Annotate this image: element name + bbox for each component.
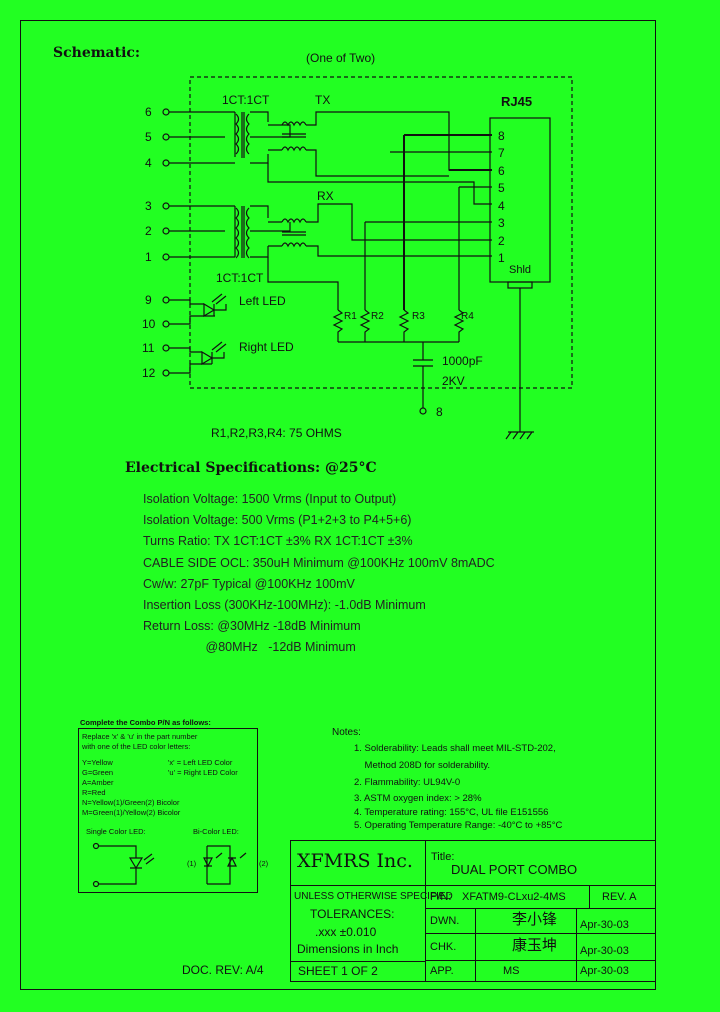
color-code: G=Green: [82, 768, 114, 777]
sheet-number: SHEET 1 OF 2: [298, 964, 378, 978]
rx-label: RX: [317, 189, 334, 203]
pin-1: 1: [145, 250, 152, 264]
r4-label: R4: [461, 311, 474, 322]
spec-line: @80MHz -12dB Minimum: [143, 640, 356, 654]
spec-line: Isolation Voltage: 1500 Vrms (Input to O…: [143, 492, 397, 506]
title-value: DUAL PORT COMBO: [451, 862, 578, 877]
left-led-label: Left LED: [239, 294, 286, 308]
r3-label: R3: [412, 311, 425, 322]
combo-title: Complete the Combo P/N as follows:: [80, 718, 211, 727]
spec-line: CABLE SIDE OCL: 350uH Minimum @100KHz 10…: [143, 556, 495, 570]
schematic-heading: Schematic:: [53, 45, 141, 61]
pin-12: 12: [142, 366, 156, 380]
spec-line: Turns Ratio: TX 1CT:1CT ±3% RX 1CT:1CT ±…: [143, 534, 413, 548]
dimensions-note: Dimensions in Inch: [297, 942, 399, 956]
r1-label: R1: [344, 311, 357, 322]
chk-name: 康玉坤: [512, 937, 558, 954]
pin-9: 9: [145, 293, 152, 307]
spec-line: Cw/w: 27pF Typical @100KHz 100mV: [143, 577, 355, 591]
bicolor-led-label: Bi-Color LED:: [193, 827, 239, 836]
doc-revision: DOC. REV: A/4: [182, 963, 264, 977]
rx-ratio-label: 1CT:1CT: [216, 271, 264, 285]
ground-pin-label: 8: [436, 405, 443, 419]
spec-line: Insertion Loss (300KHz-100MHz): -1.0dB M…: [143, 598, 426, 612]
color-code: N=Yellow(1)/Green(2) Bicolor: [82, 798, 180, 807]
tolerances-label: TOLERANCES:: [310, 907, 395, 921]
pin-5: 5: [145, 130, 152, 144]
pn-value: XFATM9-CLxu2-4MS: [462, 891, 566, 903]
app-label: APP.: [430, 965, 454, 977]
combo-line: with one of the LED color letters:: [82, 742, 191, 751]
rj45-pin-5: 5: [498, 181, 505, 195]
bicolor-pin-2: (2): [259, 859, 269, 868]
app-date: Apr-30-03: [580, 965, 629, 977]
tx-ratio-label: 1CT:1CT: [222, 93, 270, 107]
pin-2: 2: [145, 224, 152, 238]
combo-line: Replace 'x' & 'u' in the part number: [82, 732, 198, 741]
pin-10: 10: [142, 317, 156, 331]
resistor-note: R1,R2,R3,R4: 75 OHMS: [211, 426, 342, 440]
x-definition: 'x' = Left LED Color: [168, 758, 233, 767]
r2-label: R2: [371, 311, 384, 322]
rj45-pin-1: 1: [498, 251, 505, 265]
shield-label: Shld: [509, 264, 532, 276]
pin-4: 4: [145, 156, 152, 170]
right-led-label: Right LED: [239, 340, 294, 354]
note-item: 4. Temperature rating: 155°C, UL file E1…: [354, 807, 549, 818]
tx-label: TX: [315, 93, 331, 107]
capacitor-value: 1000pF: [442, 354, 483, 368]
pn-label: P/N:: [430, 891, 452, 903]
pin-6: 6: [145, 105, 152, 119]
note-item: 2. Flammability: UL94V-0: [354, 777, 461, 788]
u-definition: 'u' = Right LED Color: [168, 768, 238, 777]
pin-11: 11: [142, 341, 155, 355]
spec-line: Isolation Voltage: 500 Vrms (P1+2+3 to P…: [143, 513, 412, 527]
rj45-pin-7: 7: [498, 146, 505, 160]
spec-line: Return Loss: @30MHz -18dB Minimum: [143, 619, 361, 633]
rj45-pin-6: 6: [498, 164, 505, 178]
rj45-pin-8: 8: [498, 129, 505, 143]
chk-label: CHK.: [430, 941, 457, 953]
bicolor-pin-1: (1): [187, 859, 197, 868]
note-item: 3. ASTM oxygen index: > 28%: [354, 793, 482, 804]
chk-date: Apr-30-03: [580, 945, 629, 957]
tolerance-value: .xxx ±0.010: [315, 925, 377, 939]
app-name: MS: [503, 965, 520, 977]
dwn-label: DWN.: [430, 915, 460, 927]
rj45-pin-3: 3: [498, 216, 505, 230]
combo-box: [78, 728, 258, 893]
rj45-pin-2: 2: [498, 234, 505, 248]
note-item: 5. Operating Temperature Range: -40°C to…: [354, 820, 563, 831]
color-code: M=Green(1)/Yellow(2) Bicolor: [82, 808, 181, 817]
color-code: A=Amber: [82, 778, 114, 787]
electrical-heading: Electrical Specifications: @25°C: [125, 460, 377, 476]
sheet-border: [20, 20, 656, 990]
rj45-pin-4: 4: [498, 199, 505, 213]
schematic-subtitle: (One of Two): [306, 51, 376, 65]
title-label: Title:: [431, 851, 455, 863]
color-code: Y=Yellow: [82, 758, 113, 767]
dwn-name: 李小锋: [512, 911, 558, 928]
color-code: R=Red: [82, 788, 106, 797]
capacitor-voltage: 2KV: [442, 374, 465, 388]
company-name: XFMRS Inc.: [297, 850, 413, 872]
notes-heading: Notes:: [332, 727, 361, 738]
rj45-label: RJ45: [501, 94, 533, 109]
dwn-date: Apr-30-03: [580, 919, 629, 931]
note-item: 1. Solderability: Leads shall meet MIL-S…: [354, 743, 556, 754]
note-item: Method 208D for solderability.: [354, 760, 491, 771]
single-led-label: Single Color LED:: [86, 827, 146, 836]
unless-specified: UNLESS OTHERWISE SPECIFIED: [294, 891, 453, 902]
pin-3: 3: [145, 199, 152, 213]
revision: REV. A: [602, 891, 637, 903]
